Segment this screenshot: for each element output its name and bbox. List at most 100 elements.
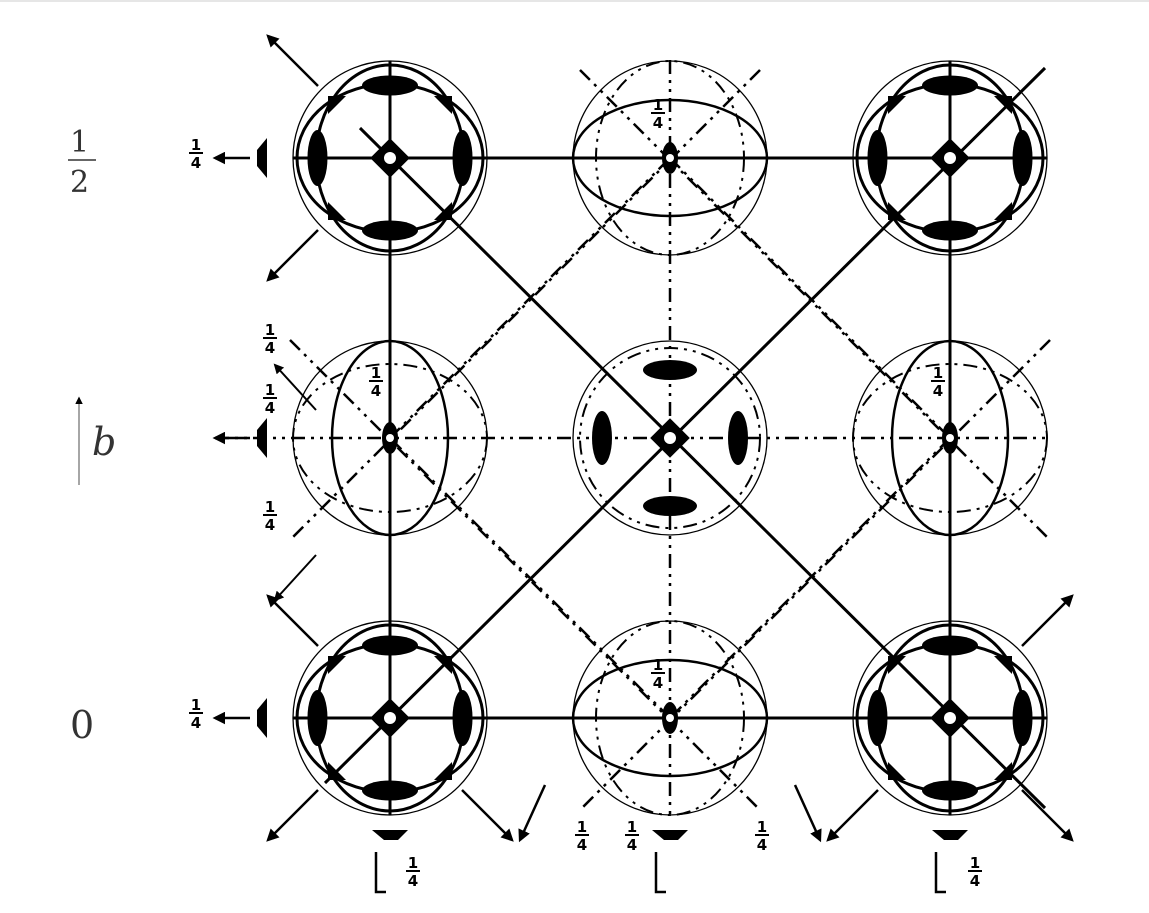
screw-axis-wedge-icon bbox=[257, 418, 267, 458]
twofold-axis-lens-icon bbox=[643, 360, 697, 380]
glide-plane-line bbox=[579, 339, 1051, 811]
fraction-one-quarter-label: 14 bbox=[263, 381, 277, 417]
fraction-one-quarter-label: 14 bbox=[755, 818, 769, 854]
fraction-one-quarter-label: 14 bbox=[968, 854, 982, 890]
fraction-one-quarter-label: 14 bbox=[651, 96, 665, 132]
glide-plane-line bbox=[389, 437, 671, 719]
inversion-center-icon bbox=[666, 714, 674, 722]
inversion-center-icon bbox=[386, 434, 394, 442]
fraction-numerator: 1 bbox=[191, 696, 201, 714]
fraction-denominator: 4 bbox=[653, 674, 663, 692]
screw-axis-arrow-icon bbox=[273, 554, 317, 602]
screw-axis-arrow-icon bbox=[793, 784, 822, 843]
fraction-denominator: 4 bbox=[408, 872, 418, 890]
fraction-numerator: 1 bbox=[265, 321, 275, 339]
fraction-denominator: 4 bbox=[757, 836, 767, 854]
screw-axis-wedge-icon bbox=[888, 762, 906, 780]
glide-plane-line bbox=[289, 339, 761, 811]
twofold-axis-lens-icon bbox=[643, 496, 697, 516]
row-label-half-numerator: 1 bbox=[70, 125, 89, 160]
symmetry-site bbox=[852, 60, 1048, 256]
screw-axis-wedge-icon bbox=[328, 202, 346, 220]
inversion-center-icon bbox=[384, 152, 396, 164]
screw-axis-wedge-icon bbox=[652, 830, 688, 840]
site-outer-circle bbox=[572, 340, 768, 536]
screw-axis-wedge-icon bbox=[328, 762, 346, 780]
glide-plane-line bbox=[669, 157, 951, 439]
screw-axis-wedge-icon bbox=[257, 138, 267, 178]
site-dashdot-ellipse bbox=[595, 620, 745, 816]
screw-axis-arrow-icon bbox=[461, 789, 514, 842]
fraction-denominator: 4 bbox=[627, 836, 637, 854]
screw-axis-wedge-icon bbox=[328, 656, 346, 674]
fraction-numerator: 1 bbox=[371, 364, 381, 382]
screw-axis-arrow-icon bbox=[266, 34, 319, 87]
inversion-center-icon bbox=[944, 152, 956, 164]
twofold-axis-lens-icon bbox=[728, 411, 748, 465]
site-dashdot-ellipse bbox=[852, 363, 1048, 513]
fraction-numerator: 1 bbox=[265, 381, 275, 399]
fraction-numerator: 1 bbox=[627, 818, 637, 836]
screw-axis-wedge-icon bbox=[994, 762, 1012, 780]
screw-axis-wedge-icon bbox=[257, 698, 267, 738]
screw-axis-wedge-icon bbox=[328, 96, 346, 114]
fraction-denominator: 4 bbox=[371, 382, 381, 400]
screw-axis-wedge-icon bbox=[888, 202, 906, 220]
symmetry-site bbox=[292, 60, 488, 256]
fraction-numerator: 1 bbox=[191, 136, 201, 154]
row-label-zero: 0 bbox=[70, 703, 94, 747]
site-ellipse bbox=[571, 98, 769, 218]
fraction-one-quarter-label: 14 bbox=[369, 364, 383, 400]
symmetry-site bbox=[571, 620, 769, 816]
fraction-denominator: 4 bbox=[265, 516, 275, 534]
screw-axis-wedge-icon bbox=[434, 656, 452, 674]
inversion-center-icon bbox=[946, 434, 954, 442]
top-border bbox=[0, 0, 1149, 2]
fraction-denominator: 4 bbox=[933, 382, 943, 400]
inversion-center-icon bbox=[664, 432, 676, 444]
fraction-denominator: 4 bbox=[191, 154, 201, 172]
symmetry-site bbox=[292, 620, 488, 816]
screw-axis-wedge-icon bbox=[888, 96, 906, 114]
fraction-denominator: 4 bbox=[577, 836, 587, 854]
fraction-numerator: 1 bbox=[265, 498, 275, 516]
fraction-one-quarter-label: 14 bbox=[625, 818, 639, 854]
symmetry-site bbox=[571, 60, 769, 256]
fraction-denominator: 4 bbox=[265, 339, 275, 357]
fraction-one-quarter-label: 14 bbox=[931, 364, 945, 400]
fraction-one-quarter-label: 14 bbox=[263, 498, 277, 534]
diagonal-mirror-line bbox=[358, 126, 1047, 810]
fraction-numerator: 1 bbox=[408, 854, 418, 872]
fraction-one-quarter-label: 14 bbox=[406, 854, 420, 890]
symmetry-site bbox=[852, 620, 1048, 816]
screw-axis-arrow-icon bbox=[1021, 594, 1074, 647]
symmetry-site bbox=[572, 340, 768, 536]
fraction-denominator: 4 bbox=[653, 114, 663, 132]
screw-axis-wedge-icon bbox=[994, 96, 1012, 114]
site-dashdot-ellipse bbox=[292, 363, 488, 513]
symmetry-site bbox=[852, 339, 1048, 537]
symmetry-site bbox=[292, 339, 488, 537]
screw-axis-hook-icon bbox=[934, 852, 946, 894]
site-ellipse bbox=[890, 339, 1010, 537]
screw-axis-wedge-icon bbox=[434, 202, 452, 220]
fraction-one-quarter-label: 14 bbox=[651, 656, 665, 692]
fraction-one-quarter-label: 14 bbox=[189, 136, 203, 172]
twofold-axis-lens-icon bbox=[592, 411, 612, 465]
screw-axis-wedge-icon bbox=[434, 762, 452, 780]
screw-axis-arrow-icon bbox=[826, 789, 879, 842]
glide-plane-line bbox=[579, 69, 1051, 541]
fraction-denominator: 4 bbox=[970, 872, 980, 890]
fraction-numerator: 1 bbox=[757, 818, 767, 836]
fraction-numerator: 1 bbox=[970, 854, 980, 872]
site-ellipse bbox=[571, 658, 769, 778]
inversion-center-icon bbox=[666, 154, 674, 162]
screw-axis-arrow-icon bbox=[266, 594, 319, 647]
screw-axis-wedge-icon bbox=[994, 656, 1012, 674]
screw-axis-wedge-icon bbox=[372, 830, 408, 840]
fraction-numerator: 1 bbox=[577, 818, 587, 836]
screw-axis-wedge-icon bbox=[888, 656, 906, 674]
screw-axis-wedge-icon bbox=[434, 96, 452, 114]
glide-plane-line bbox=[669, 437, 951, 719]
